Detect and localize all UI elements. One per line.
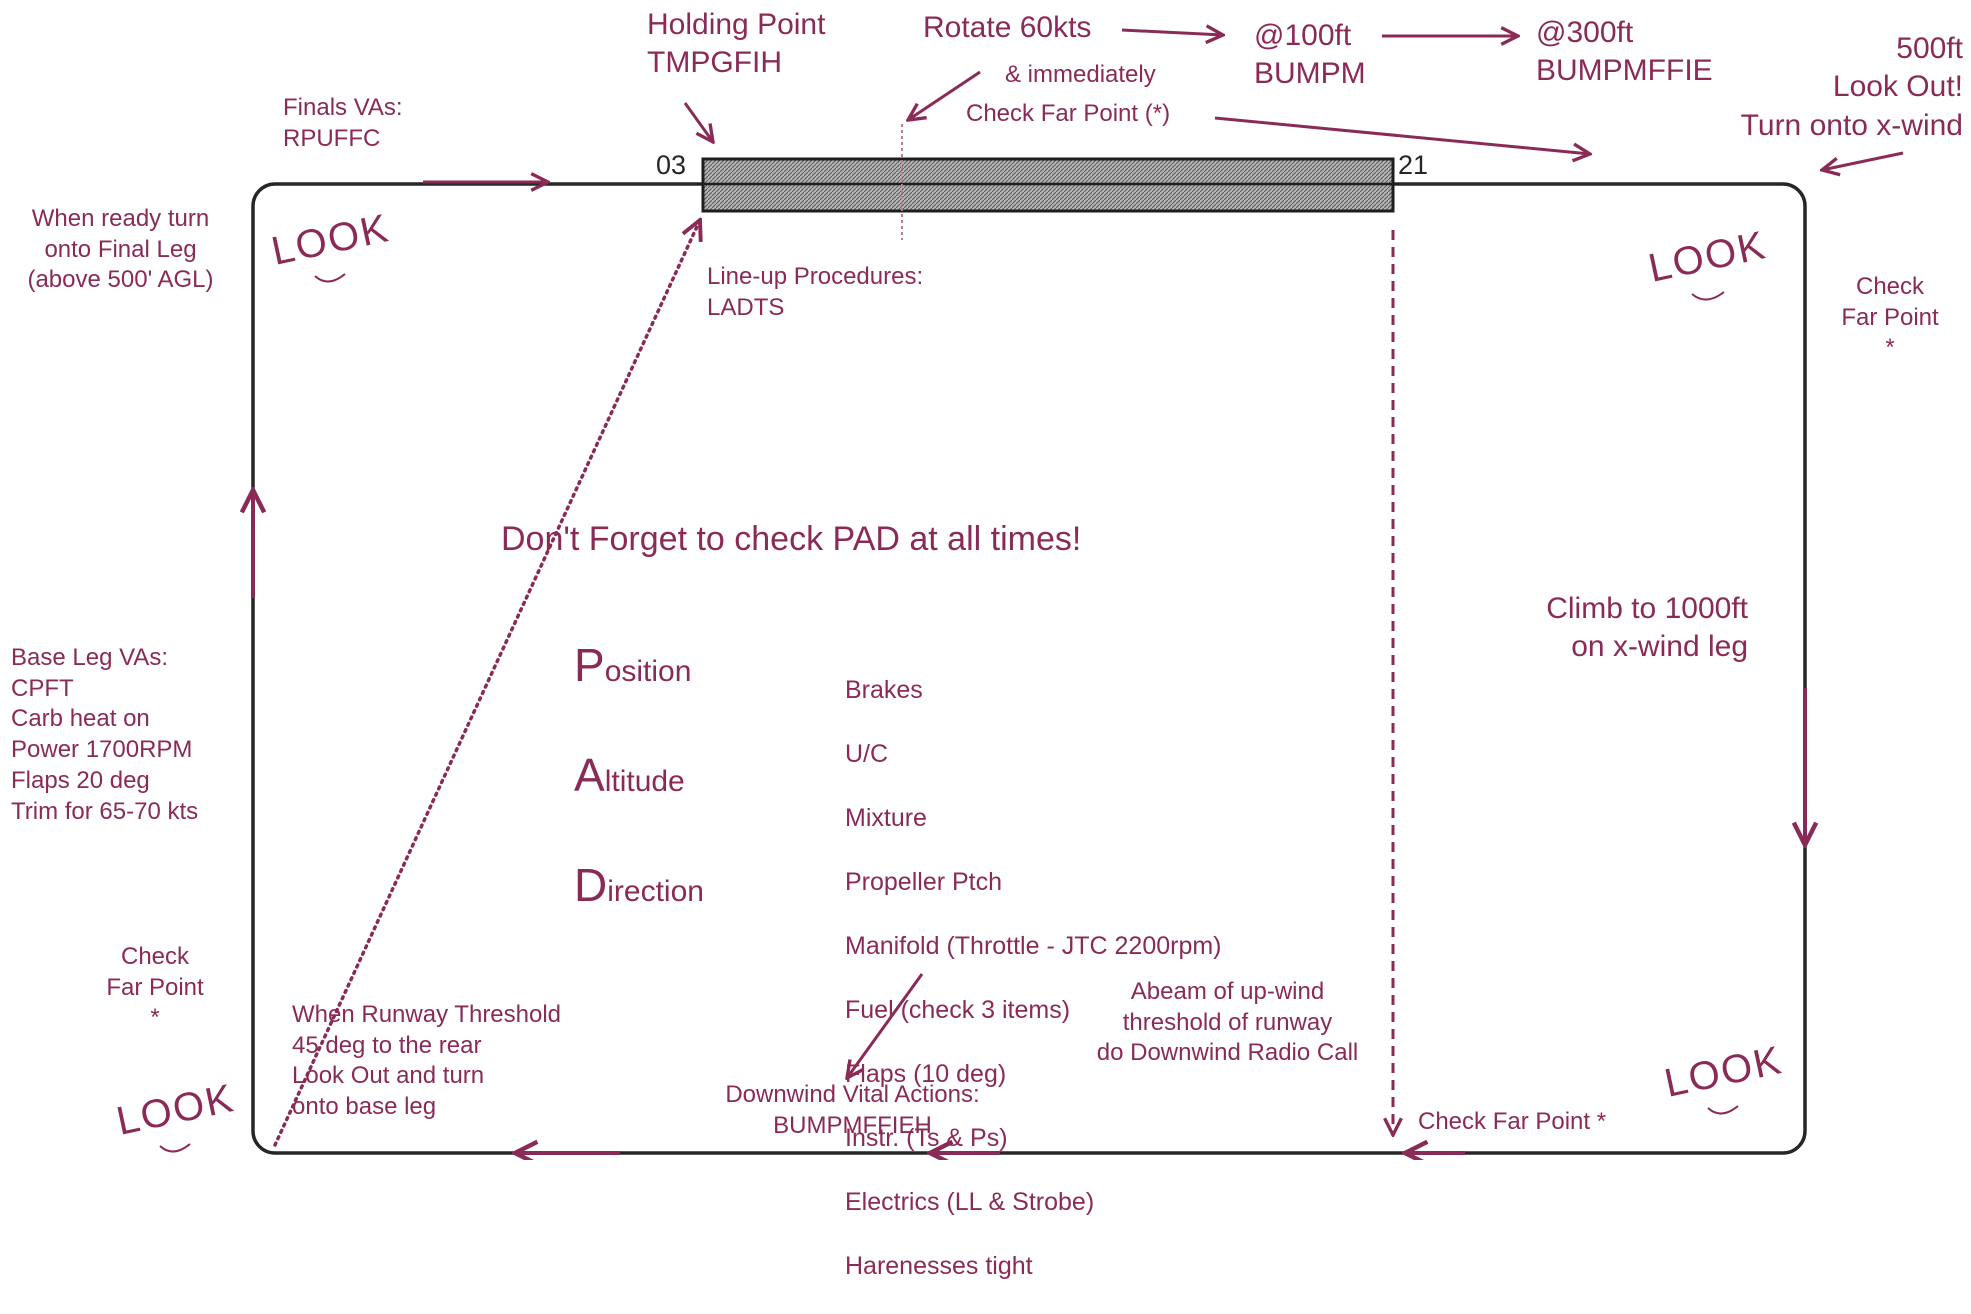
- rotate-label: Rotate 60kts: [923, 11, 1092, 44]
- circuit-diagram: LOOK LOOK LOOK LOOK: [113, 0, 1904, 1160]
- checklist-item: U/C: [845, 740, 889, 768]
- checklist-item: Manifold (Throttle - JTC 2200rpm): [845, 932, 1222, 960]
- climb-label: Climb to 1000ft on x-wind leg: [1546, 592, 1748, 664]
- checklist-item: Electrics (LL & Strobe): [845, 1188, 1095, 1216]
- look-face-top-left: LOOK: [268, 206, 394, 283]
- lineup-procedures-label: Line-up Procedures: LADTS: [707, 263, 924, 321]
- threshold-45deg-label: When Runway Threshold 45 deg to the rear…: [292, 1001, 562, 1121]
- look-face-bottom-left: LOOK: [113, 1076, 239, 1153]
- immediately-arrow: [908, 70, 981, 120]
- finals-vas-label: Finals VAs: RPUFFC: [283, 94, 403, 152]
- runway-number-03: 03: [656, 150, 687, 180]
- svg-text:LOOK: LOOK: [113, 1076, 239, 1144]
- dotted-45deg-line: [273, 220, 700, 1147]
- downwind-vas-label: Downwind Vital Actions: BUMPMFFIEH: [725, 1081, 980, 1139]
- runway-number-21: 21: [1398, 150, 1429, 180]
- check-far-point-bottom-label: Check Far Point *: [1418, 1108, 1607, 1135]
- svg-text:LOOK: LOOK: [1645, 223, 1771, 291]
- holding-point-label: Holding Point TMPGFIH: [647, 8, 826, 80]
- pad-acronym: Position Altitude Direction: [574, 588, 704, 962]
- check-far-point-left-label: Check Far Point *: [106, 943, 204, 1032]
- checklist-item: Flaps (10 deg): [845, 1060, 1007, 1088]
- look-face-top-right: LOOK: [1645, 223, 1771, 301]
- check-far-point-star-label: Check Far Point (*): [966, 100, 1171, 127]
- far-point-arrow: [1214, 116, 1590, 154]
- pad-reminder-heading: Don't Forget to check PAD at all times!: [501, 520, 1082, 558]
- svg-text:LOOK: LOOK: [268, 206, 394, 274]
- turn-final-label: When ready turn onto Final Leg (above 50…: [27, 205, 214, 294]
- downwind-vas-arrow: [847, 973, 924, 1078]
- checklist-item: Mixture: [845, 804, 927, 832]
- rotate-to-100-arrow: [1121, 30, 1223, 35]
- checklist-item: Instr. (Ts & Ps): [845, 1124, 1008, 1152]
- at-500ft-label: 500ft Look Out! Turn onto x-wind: [1740, 32, 1963, 142]
- pad-position: Position: [574, 638, 692, 691]
- turn-crosswind-arrow: [1822, 151, 1904, 170]
- pad-direction: Direction: [574, 858, 704, 911]
- check-far-point-right-label: Check Far Point *: [1841, 273, 1939, 362]
- svg-text:LOOK: LOOK: [1661, 1038, 1787, 1106]
- abeam-label: Abeam of up-wind threshold of runway do …: [1096, 978, 1359, 1067]
- at-100ft-label: @100ft BUMPM: [1254, 19, 1366, 91]
- holding-point-arrow: [683, 102, 713, 142]
- pad-altitude: Altitude: [574, 748, 685, 801]
- checklist-item: Propeller Ptch: [845, 868, 1003, 896]
- checklist-item: Brakes: [845, 676, 923, 704]
- look-face-bottom-right: LOOK: [1661, 1038, 1787, 1115]
- checklist-item: Fuel (check 3 items): [845, 996, 1071, 1024]
- immediately-label: & immediately: [1005, 61, 1156, 88]
- base-leg-vas-label: Base Leg VAs: CPFT Carb heat on Power 17…: [11, 644, 199, 825]
- at-300ft-label: @300ft BUMPMFFIE: [1536, 16, 1713, 88]
- checklist-item: Harenesses tight: [845, 1252, 1033, 1280]
